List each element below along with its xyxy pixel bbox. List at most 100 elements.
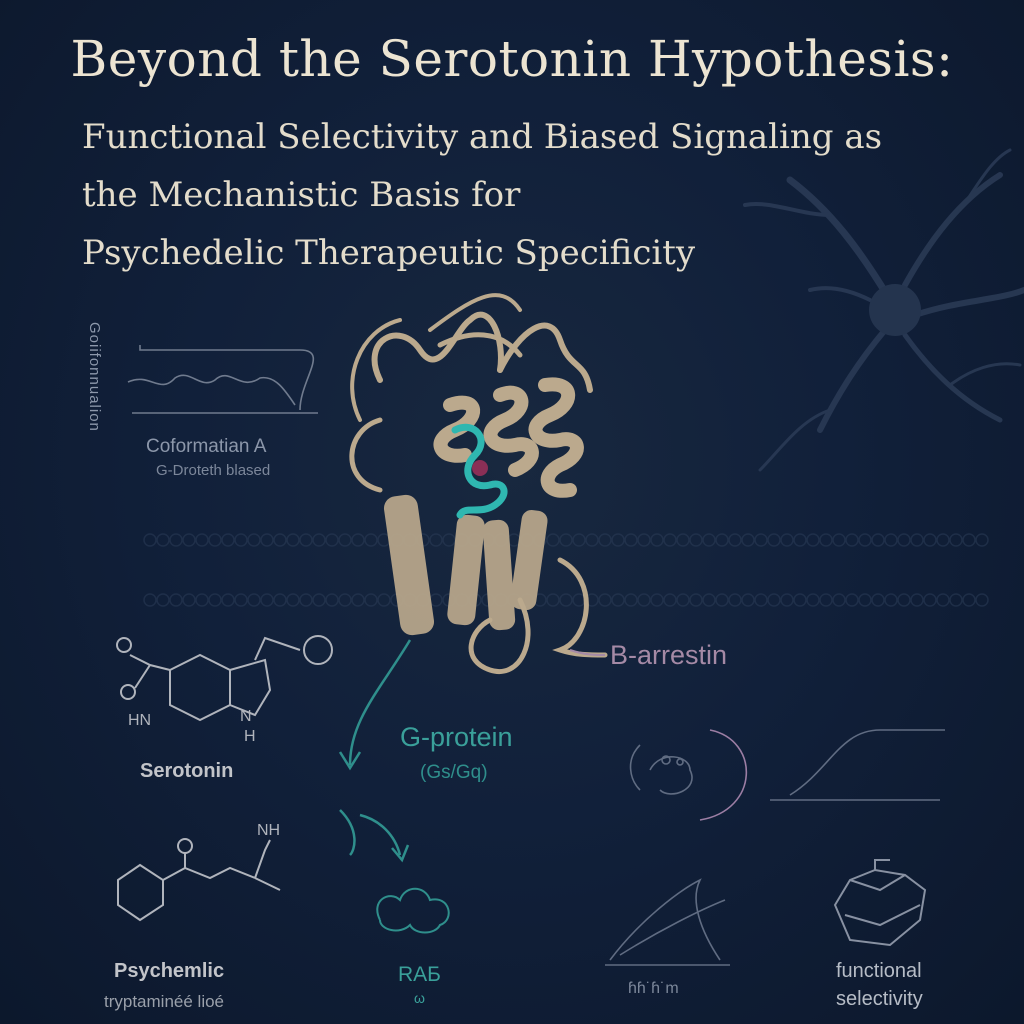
neuron-soma xyxy=(869,284,921,336)
lipid-head-bottom xyxy=(195,593,209,607)
psychemlic-nh-label: NH xyxy=(257,822,281,839)
lipid-head-bottom xyxy=(208,593,222,607)
lipid-head-top xyxy=(169,533,183,547)
lipid-head-bottom xyxy=(741,593,755,607)
lipid-head-bottom xyxy=(637,593,651,607)
lipid-head-bottom xyxy=(546,593,560,607)
lipid-head-bottom xyxy=(910,593,924,607)
arrestin-label: Β-arrestin xyxy=(610,640,728,670)
lipid-head-bottom xyxy=(793,593,807,607)
lipid-head-bottom xyxy=(286,593,300,607)
lipid-head-top xyxy=(338,533,352,547)
lipid-head-bottom xyxy=(377,593,391,607)
lipid-head-bottom xyxy=(364,593,378,607)
lipid-head-top xyxy=(234,533,248,547)
lipid-head-bottom xyxy=(728,593,742,607)
lipid-head-top xyxy=(663,533,677,547)
g-protein-arrow xyxy=(348,639,412,766)
lipid-head-top xyxy=(429,533,443,547)
rab-label: RАБ xyxy=(398,963,441,986)
lipid-head-top xyxy=(286,533,300,547)
conformation-title: Coformatian A xyxy=(146,436,267,457)
lipid-head-bottom xyxy=(780,593,794,607)
lipid-head-bottom xyxy=(832,593,846,607)
lipid-head-top xyxy=(806,533,820,547)
arrestin-connector xyxy=(569,649,606,656)
lipid-head-top xyxy=(598,533,612,547)
lipid-head-bottom xyxy=(156,593,170,607)
lipid-head-bottom xyxy=(754,593,768,607)
lipid-head-top xyxy=(832,533,846,547)
lipid-head-top xyxy=(897,533,911,547)
lipid-head-top xyxy=(299,533,313,547)
serotonin-n-label: N xyxy=(240,708,252,725)
lipid-head-top xyxy=(208,533,222,547)
lipid-head-top xyxy=(572,533,586,547)
lipid-head-top xyxy=(364,533,378,547)
subtitle-line-1: Functional Selectivity and Biased Signal… xyxy=(82,117,883,157)
lipid-head-top xyxy=(728,533,742,547)
lipid-head-bottom xyxy=(273,593,287,607)
lipid-head-top xyxy=(884,533,898,547)
lipid-head-bottom xyxy=(598,593,612,607)
side-label: Goiifonnualion xyxy=(86,322,103,432)
lipid-head-top xyxy=(273,533,287,547)
lipid-head-top xyxy=(923,533,937,547)
psychemlic-structure xyxy=(117,838,281,922)
lipid-head-top xyxy=(975,533,989,547)
lipid-head-top xyxy=(676,533,690,547)
gprotein-label: G-protein xyxy=(400,722,513,752)
lipid-head-bottom xyxy=(351,593,365,607)
selectivity-label: selectivity xyxy=(836,988,923,1010)
lipid-head-top xyxy=(260,533,274,547)
lipid-head-top xyxy=(143,533,157,547)
lipid-head-top xyxy=(702,533,716,547)
lipid-head-bottom xyxy=(884,593,898,607)
serotonin-structure xyxy=(116,635,333,722)
g-protein-arrowhead xyxy=(338,751,362,771)
lipid-head-top xyxy=(611,533,625,547)
lipid-head-top xyxy=(247,533,261,547)
lipid-head-bottom xyxy=(845,593,859,607)
lipid-head-top xyxy=(858,533,872,547)
lipid-head-bottom xyxy=(806,593,820,607)
lipid-head-bottom xyxy=(975,593,989,607)
lipid-head-bottom xyxy=(663,593,677,607)
lipid-head-bottom xyxy=(338,593,352,607)
conformation-plot xyxy=(127,345,318,414)
neuron-illustration xyxy=(743,148,1024,472)
lipid-head-bottom xyxy=(767,593,781,607)
main-title: Beyond the Serotonin Hypothesis: xyxy=(70,30,954,88)
lipid-head-bottom xyxy=(221,593,235,607)
lipid-head-top xyxy=(559,533,573,547)
lipid-head-top xyxy=(650,533,664,547)
lipid-head-top xyxy=(689,533,703,547)
lipid-head-bottom xyxy=(871,593,885,607)
wave-plot xyxy=(605,878,730,966)
lipid-head-bottom xyxy=(650,593,664,607)
ligand-core xyxy=(472,460,488,476)
lipid-head-top xyxy=(754,533,768,547)
lipid-head-bottom xyxy=(715,593,729,607)
lipid-head-bottom xyxy=(169,593,183,607)
wave-label: ɦɦ˙ɦ˙m xyxy=(628,980,679,997)
lipid-head-top xyxy=(312,533,326,547)
membrane-band xyxy=(143,533,989,607)
lipid-head-top xyxy=(351,533,365,547)
lipid-head-bottom xyxy=(858,593,872,607)
lipid-head-bottom xyxy=(689,593,703,607)
subtitle-line-3: Psychedelic Therapeutic Specificity xyxy=(82,233,696,273)
serotonin-name: Serotonin xyxy=(140,760,234,782)
lipid-head-bottom xyxy=(936,593,950,607)
lipid-head-bottom xyxy=(559,593,573,607)
lipid-head-bottom xyxy=(624,593,638,607)
transmembrane-helices xyxy=(383,494,548,636)
lipid-head-bottom xyxy=(234,593,248,607)
lipid-head-bottom xyxy=(702,593,716,607)
lipid-head-top xyxy=(936,533,950,547)
psychemlic-subtitle: tryptaminéé lioé xyxy=(104,992,225,1011)
lipid-head-top xyxy=(962,533,976,547)
lipid-head-top xyxy=(195,533,209,547)
